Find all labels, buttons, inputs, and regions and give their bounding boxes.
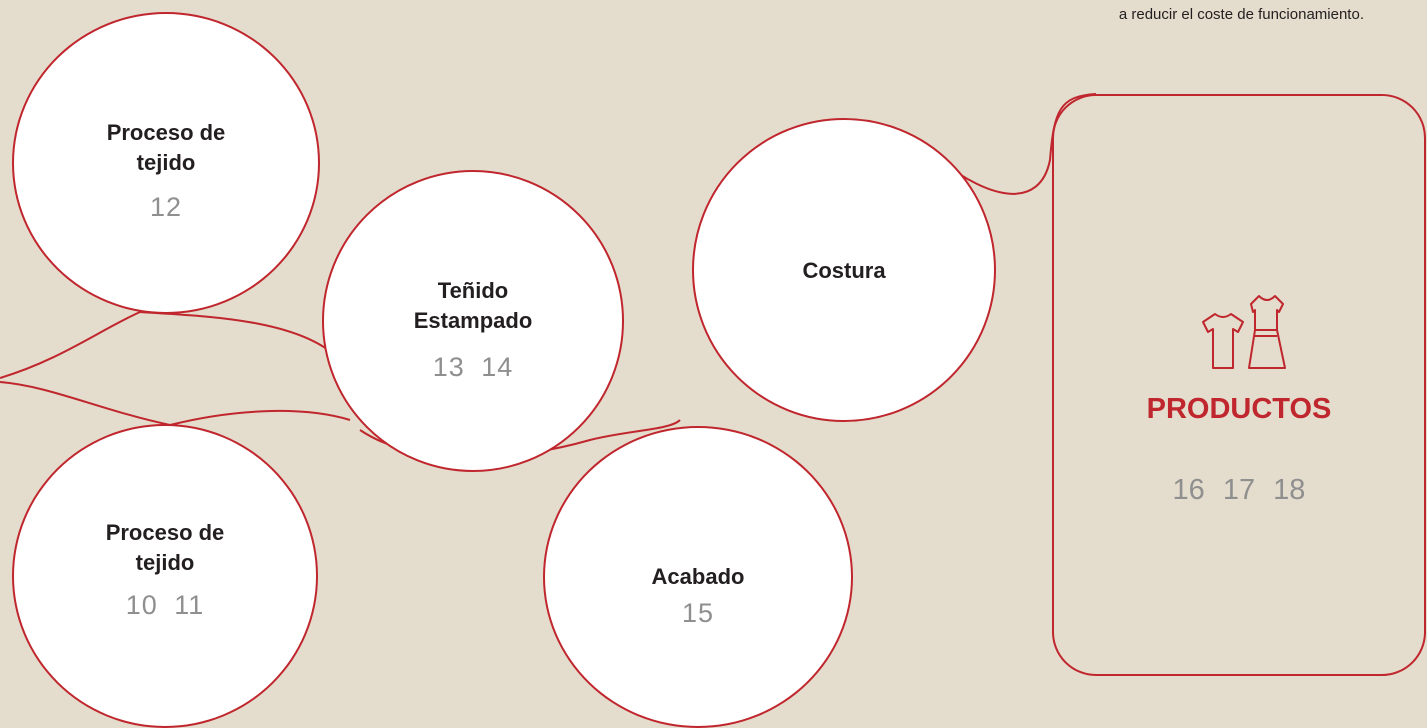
node-tejido-bottom: Proceso de tejido 10 11 bbox=[12, 424, 318, 728]
clothing-icons bbox=[1202, 295, 1286, 369]
thread-costura-to-products bbox=[939, 93, 1097, 195]
node-tenido-estampado: Teñido Estampado 13 14 bbox=[322, 170, 624, 472]
products-box: PRODUCTOS 16 17 18 bbox=[1052, 94, 1426, 676]
header-note: a reducir el coste de funcionamiento. bbox=[1118, 6, 1364, 23]
products-title: PRODUCTOS bbox=[1146, 393, 1332, 425]
node-title-line2: tejido bbox=[135, 550, 195, 575]
node-tejido-top: Proceso de tejido 12 bbox=[12, 12, 320, 314]
products-refs: 16 17 18 bbox=[1172, 474, 1306, 506]
node-title-line1: Teñido bbox=[437, 278, 509, 303]
node-refs: 12 bbox=[149, 192, 183, 222]
node-title-line1: Proceso de bbox=[106, 120, 226, 145]
node-refs: 10 11 bbox=[125, 590, 205, 620]
tshirt-icon bbox=[1202, 313, 1244, 369]
node-title-line1: Proceso de bbox=[105, 520, 225, 545]
dress-icon bbox=[1248, 295, 1286, 369]
node-costura: Costura bbox=[692, 118, 996, 422]
thread-left-upper bbox=[0, 310, 341, 379]
node-title: Costura bbox=[802, 258, 886, 283]
node-title: Acabado bbox=[651, 564, 745, 589]
node-title-line2: tejido bbox=[136, 150, 196, 175]
thread-left-lower bbox=[0, 381, 351, 427]
node-acabado: Acabado 15 bbox=[543, 426, 853, 728]
node-refs: 13 14 bbox=[432, 352, 514, 382]
node-title-line2: Estampado bbox=[413, 308, 533, 333]
node-refs: 15 bbox=[681, 598, 715, 628]
